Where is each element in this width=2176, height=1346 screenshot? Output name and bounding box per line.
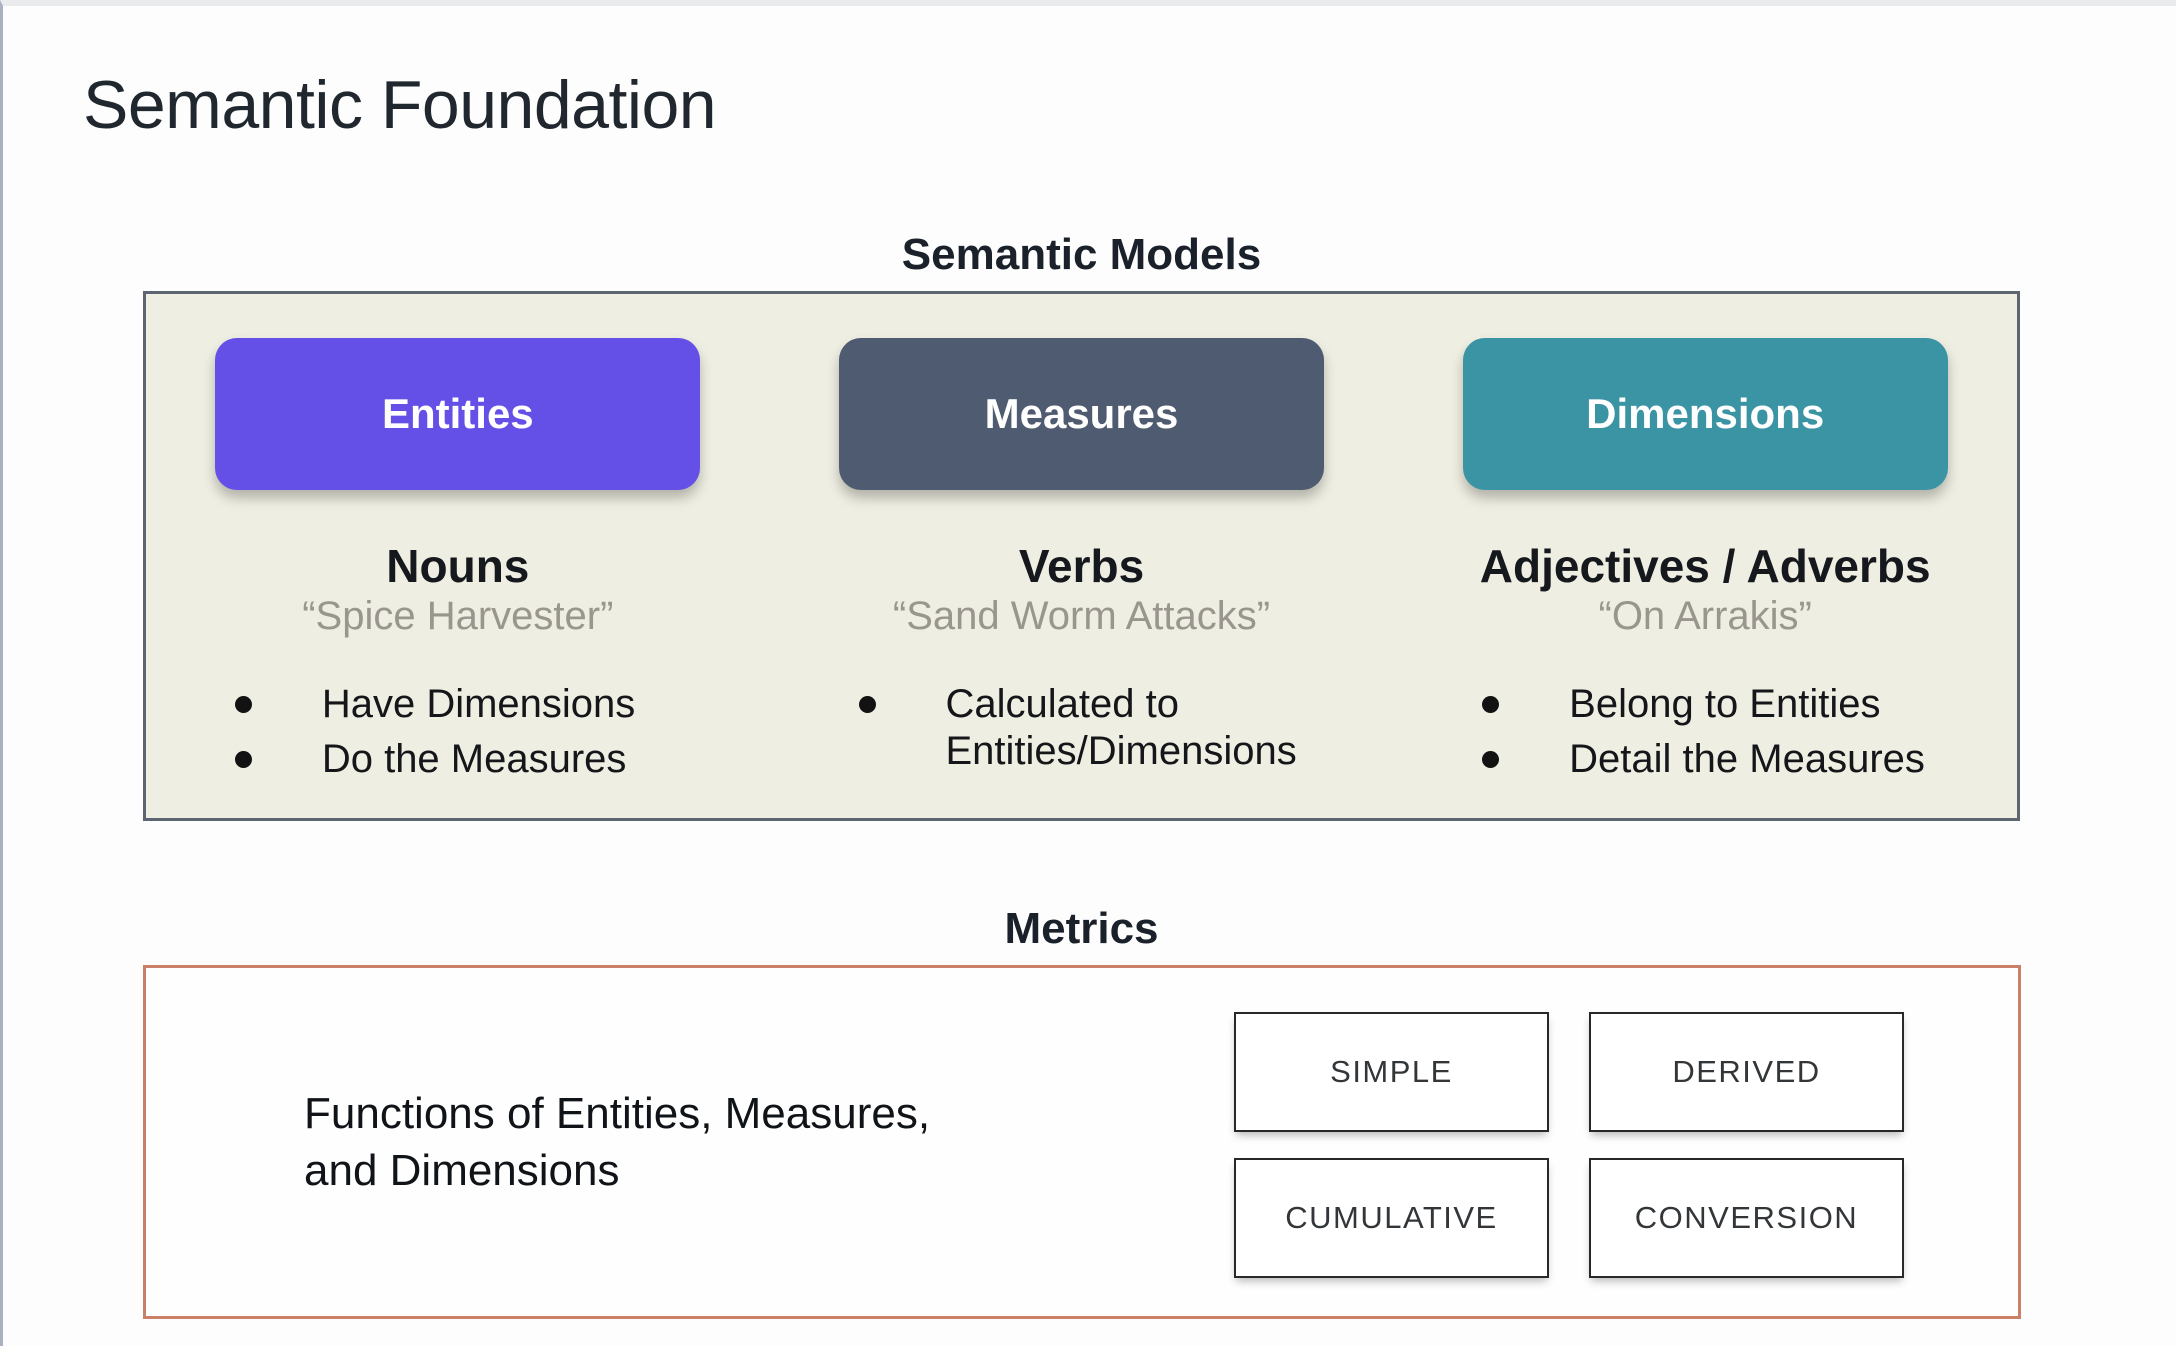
metrics-box: Functions of Entities, Measures, and Dim… [143, 965, 2021, 1319]
bullet-item: Belong to Entities [1470, 681, 1940, 728]
bullet-item: Detail the Measures [1470, 736, 1940, 783]
dimensions-pill: Dimensions [1462, 338, 1948, 490]
adjectives-adverbs-quote: “On Arrakis” [1598, 594, 1812, 639]
model-column-measures: Measures Verbs “Sand Worm Attacks” Calcu… [770, 294, 1394, 818]
bullet-text: Calculated to Entities/Dimensions [945, 682, 1297, 774]
measures-pill-label: Measures [984, 390, 1179, 437]
bullet-text: Have Dimensions [321, 682, 636, 727]
verbs-quote: “Sand Worm Attacks” [892, 594, 1271, 639]
metrics-description-line2: and Dimensions [304, 1146, 620, 1195]
verbs-heading: Verbs [1018, 540, 1145, 592]
bullet-item: Calculated to Entities/Dimensions [847, 681, 1317, 775]
metrics-description-line1: Functions of Entities, Measures, [304, 1088, 931, 1138]
bullet-dot-icon [1482, 696, 1500, 714]
model-column-entities: Entities Nouns “Spice Harvester” Have Di… [146, 294, 770, 818]
bullet-item: Do the Measures [223, 736, 693, 783]
adjectives-bullet-list: Belong to Entities Detail the Measures [1470, 681, 1940, 791]
entities-pill-label: Entities [381, 390, 534, 437]
entities-pill: Entities [215, 338, 701, 490]
verbs-bullet-list: Calculated to Entities/Dimensions [847, 681, 1317, 783]
adjectives-adverbs-heading: Adjectives / Adverbs [1479, 540, 1931, 592]
bullet-text: Belong to Entities [1569, 682, 1881, 727]
nouns-heading: Nouns [386, 540, 530, 592]
metrics-description: Functions of Entities, Measures, and Dim… [304, 1085, 930, 1199]
nouns-quote: “Spice Harvester” [302, 594, 614, 639]
metric-card-derived: DERIVED [1589, 1012, 1904, 1132]
bullet-dot-icon [234, 696, 252, 714]
bullet-text: Do the Measures [321, 737, 627, 782]
model-column-dimensions: Dimensions Adjectives / Adverbs “On Arra… [1393, 294, 2017, 818]
semantic-models-label: Semantic Models [901, 230, 1262, 279]
metric-card-cumulative: CUMULATIVE [1234, 1158, 1549, 1278]
metric-card-conversion: CONVERSION [1589, 1158, 1904, 1278]
metric-types-grid: SIMPLE DERIVED CUMULATIVE CONVERSION [1234, 1012, 1904, 1278]
bullet-dot-icon [234, 751, 252, 769]
bullet-item: Have Dimensions [223, 681, 693, 728]
bullet-text: Detail the Measures [1569, 737, 1925, 782]
bullet-dot-icon [1482, 751, 1500, 769]
measures-pill: Measures [839, 338, 1324, 490]
page-title: Semantic Foundation [83, 67, 717, 143]
metrics-label: Metrics [1004, 904, 1159, 953]
nouns-bullet-list: Have Dimensions Do the Measures [223, 681, 693, 791]
bullet-dot-icon [858, 696, 876, 714]
metric-card-simple: SIMPLE [1234, 1012, 1549, 1132]
semantic-models-box: Entities Nouns “Spice Harvester” Have Di… [143, 291, 2020, 821]
dimensions-pill-label: Dimensions [1586, 390, 1825, 437]
